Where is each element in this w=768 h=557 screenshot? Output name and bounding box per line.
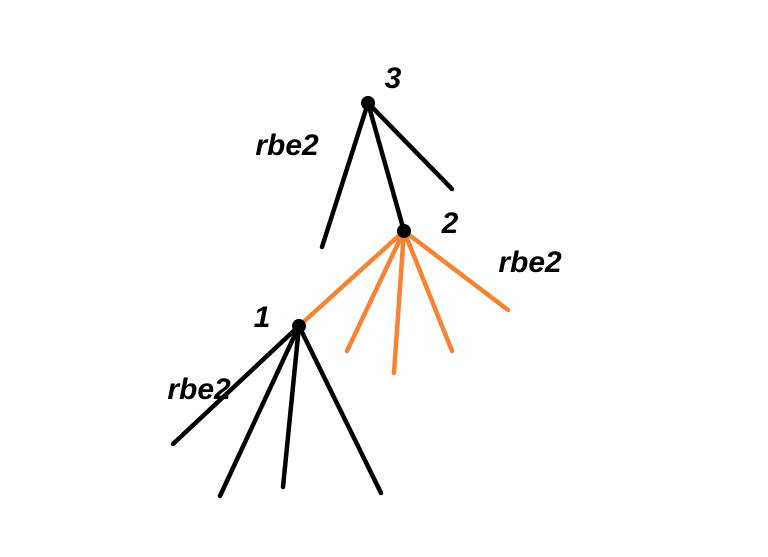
spider-2-leg-line [296, 228, 407, 329]
spider-3-number-label: 3 [385, 62, 402, 95]
spider-3-leg-line [365, 100, 455, 192]
spider-1-leg-line [170, 323, 302, 447]
spider-1-leg-line [296, 323, 384, 496]
spider-3-leg-line [365, 100, 407, 234]
spider-1-leg-line [280, 323, 302, 490]
spider-2-node-dot [397, 224, 411, 238]
spider-1-rbe2-label: rbe2 [167, 373, 231, 406]
spider-2-leg-line [391, 228, 407, 376]
spider-2-number-label: 2 [441, 207, 459, 240]
spider-1-node-dot [292, 319, 306, 333]
spider-3-node-dot [361, 96, 375, 110]
spider-1-number-label: 1 [254, 301, 271, 334]
spider-2-rbe2-label: rbe2 [498, 246, 562, 279]
spider-3-rbe2-label: rbe2 [255, 129, 319, 162]
spider-3-leg-line [319, 100, 371, 250]
spider-2-leg-line [401, 228, 455, 354]
spider-2-leg-line [344, 228, 407, 354]
spider-2-leg-line [401, 228, 511, 313]
spider-1-leg-line [217, 323, 302, 499]
